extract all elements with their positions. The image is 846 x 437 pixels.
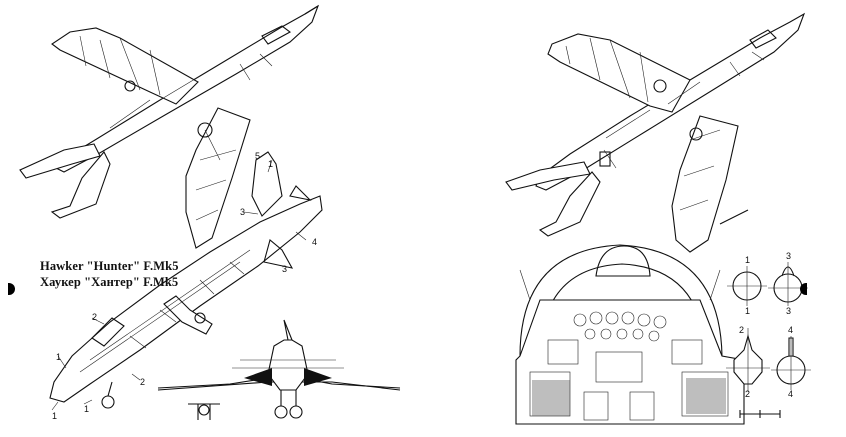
plan-view-upper-left: [19, 4, 320, 249]
callout-number: 1: [268, 159, 274, 169]
section-label: 4: [788, 389, 794, 399]
title-russian: Хаукер "Хантер" F.Mk5: [40, 275, 179, 289]
callout-number: 5: [255, 151, 261, 161]
callout-number: 4: [312, 237, 318, 247]
callout-number: 1: [84, 404, 90, 414]
section-label: 2: [745, 389, 751, 399]
callout-number: 1: [52, 411, 58, 421]
callout-number: 1: [56, 352, 62, 362]
section-label: 4: [788, 325, 794, 335]
drawing-title: Hawker "Hunter" F.Mk5 Хаукер "Хантер" F.…: [40, 258, 179, 290]
callout-number: 3: [282, 264, 288, 274]
title-english: Hawker "Hunter" F.Mk5: [40, 259, 179, 273]
cockpit-illustration: [515, 244, 781, 425]
section-label: 1: [745, 306, 751, 316]
right-registration-mark: [800, 283, 807, 295]
section-label: 3: [786, 306, 792, 316]
section-label: 1: [745, 255, 751, 265]
profile-view-left: [49, 151, 323, 411]
plan-view-upper-right: [505, 12, 806, 253]
section-label: 3: [786, 251, 792, 261]
front-view: [157, 319, 401, 420]
callout-number: 3: [240, 207, 246, 217]
left-registration-mark: [8, 283, 15, 295]
section-label: 2: [739, 325, 745, 335]
callout-number: 2: [140, 377, 146, 387]
callout-number: 2: [92, 312, 98, 322]
cross-sections: [726, 262, 811, 392]
